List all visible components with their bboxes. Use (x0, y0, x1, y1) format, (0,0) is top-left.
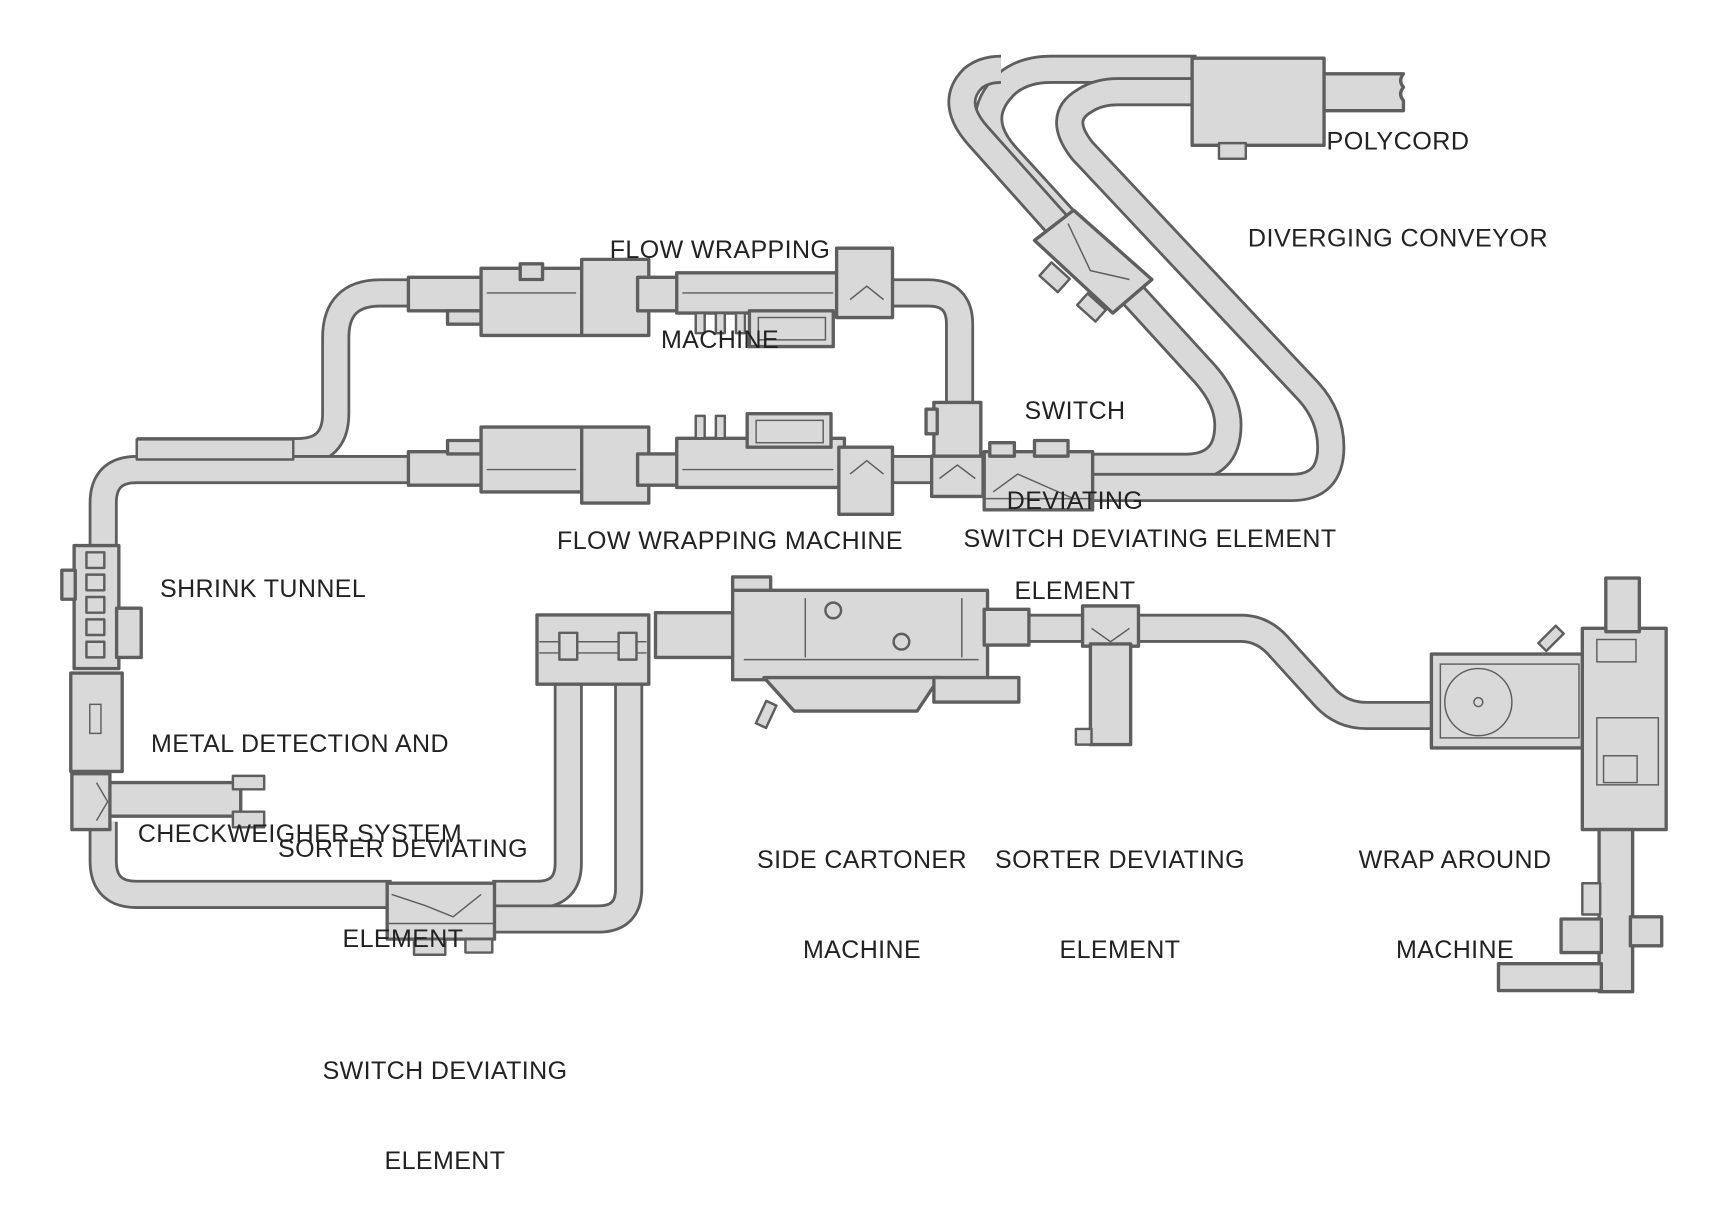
polycord-outfeed (1321, 72, 1406, 113)
switch-deviating-element-upper (924, 400, 985, 499)
side-cartoner-machine (535, 575, 1031, 730)
label-wrap-around-machine: WRAP AROUND MACHINE (1358, 846, 1552, 964)
label-switch-deviating-middle: SWITCH DEVIATING ELEMENT (963, 525, 1337, 553)
label-switch-deviating-bottom: SWITCH DEVIATING ELEMENT (322, 1057, 568, 1175)
switch-deviating-element-diagonal (1032, 208, 1154, 323)
sorter-deviating-element-right (1074, 604, 1141, 747)
label-side-cartoner-machine: SIDE CARTONER MACHINE (757, 846, 967, 964)
accumulation-belt (135, 438, 295, 461)
label-flow-wrapping-machine-bottom: FLOW WRAPPING MACHINE (557, 527, 903, 555)
label-metal-detection-checkweigher: METAL DETECTION AND CHECKWEIGHER SYSTEM (137, 730, 463, 848)
label-sorter-deviating-left: SORTER DEVIATING ELEMENT (278, 835, 528, 953)
label-sorter-deviating-right: SORTER DEVIATING ELEMENT (995, 846, 1245, 964)
conveyor-to-wrap-around (1012, 613, 1437, 731)
label-switch-deviating-upper: SWITCH DEVIATING ELEMENT (1006, 397, 1144, 605)
flow-wrapping-machine-top (406, 246, 895, 349)
line-layout-diagram (60, 54, 1668, 994)
label-polycord-diverging-conveyor: POLYCORD DIVERGING CONVEYOR (1247, 127, 1549, 253)
switch-deviating-element-bottom (385, 881, 497, 957)
polycord-diverging-conveyor (1190, 56, 1326, 160)
sorter-deviating-element-left (70, 771, 266, 832)
shrink-tunnel (60, 543, 143, 671)
label-flow-wrapping-machine-top: FLOW WRAPPING MACHINE (609, 236, 831, 354)
wrap-around-machine (1429, 576, 1668, 994)
conveyor-belts (88, 54, 1437, 934)
flow-wrapping-machine-bottom (406, 411, 895, 516)
metal-detection-checkweigher (69, 671, 124, 774)
sorter-left-outfeed (104, 780, 243, 818)
switch-deviating-element-middle (982, 438, 1095, 512)
label-shrink-tunnel: SHRINK TUNNEL (160, 575, 367, 603)
conveyor-top-left-loop (136, 278, 409, 467)
